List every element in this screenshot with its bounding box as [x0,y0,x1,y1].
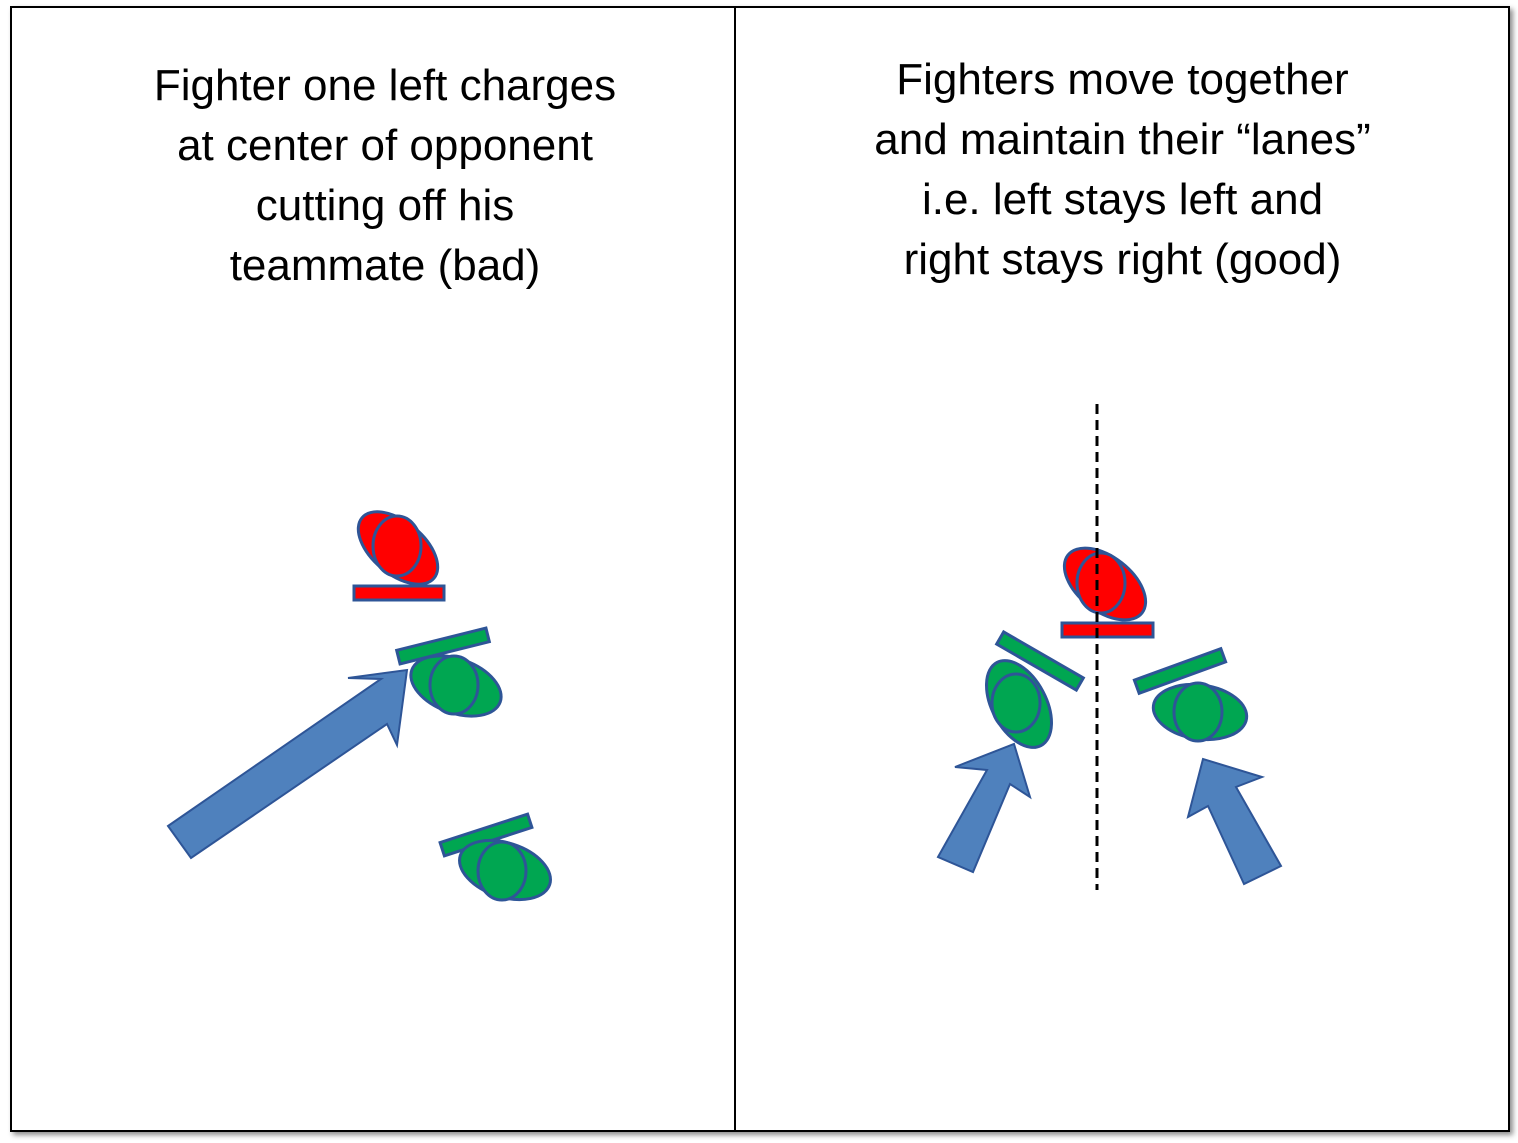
left-panel-caption: Fighter one left charges at center of op… [30,56,740,296]
red-fighter-icon [1062,546,1148,622]
caption-line: cutting off his [255,181,515,230]
red-shield-bar [352,584,446,602]
red-fighter-icon [356,510,440,586]
green-shield-bar [394,626,492,666]
caption-line: teammate (bad) [229,241,541,290]
caption-line: and maintain their “lanes” [874,115,1371,164]
right-panel-caption: Fighters move together and maintain thei… [760,50,1485,290]
caption-line: right stays right (good) [903,235,1342,284]
green-shield-bar [994,629,1086,693]
green-fighter-icon [985,659,1053,749]
caption-line: at center of opponent [177,121,593,170]
arrow-icon [166,668,409,860]
panel-divider [734,6,736,1130]
red-shield-bar [1060,621,1155,639]
green-fighter-icon [1151,681,1249,743]
arrow-icon [1186,757,1283,886]
green-shield-bar [1132,646,1228,696]
caption-line: i.e. left stays left and [921,175,1324,224]
slide-frame [10,6,1510,1132]
caption-line: Fighters move together [896,55,1349,104]
caption-line: Fighter one left charges [153,61,617,110]
green-fighter-icon [409,654,503,718]
arrow-icon [936,742,1032,874]
green-fighter-icon [458,838,552,902]
